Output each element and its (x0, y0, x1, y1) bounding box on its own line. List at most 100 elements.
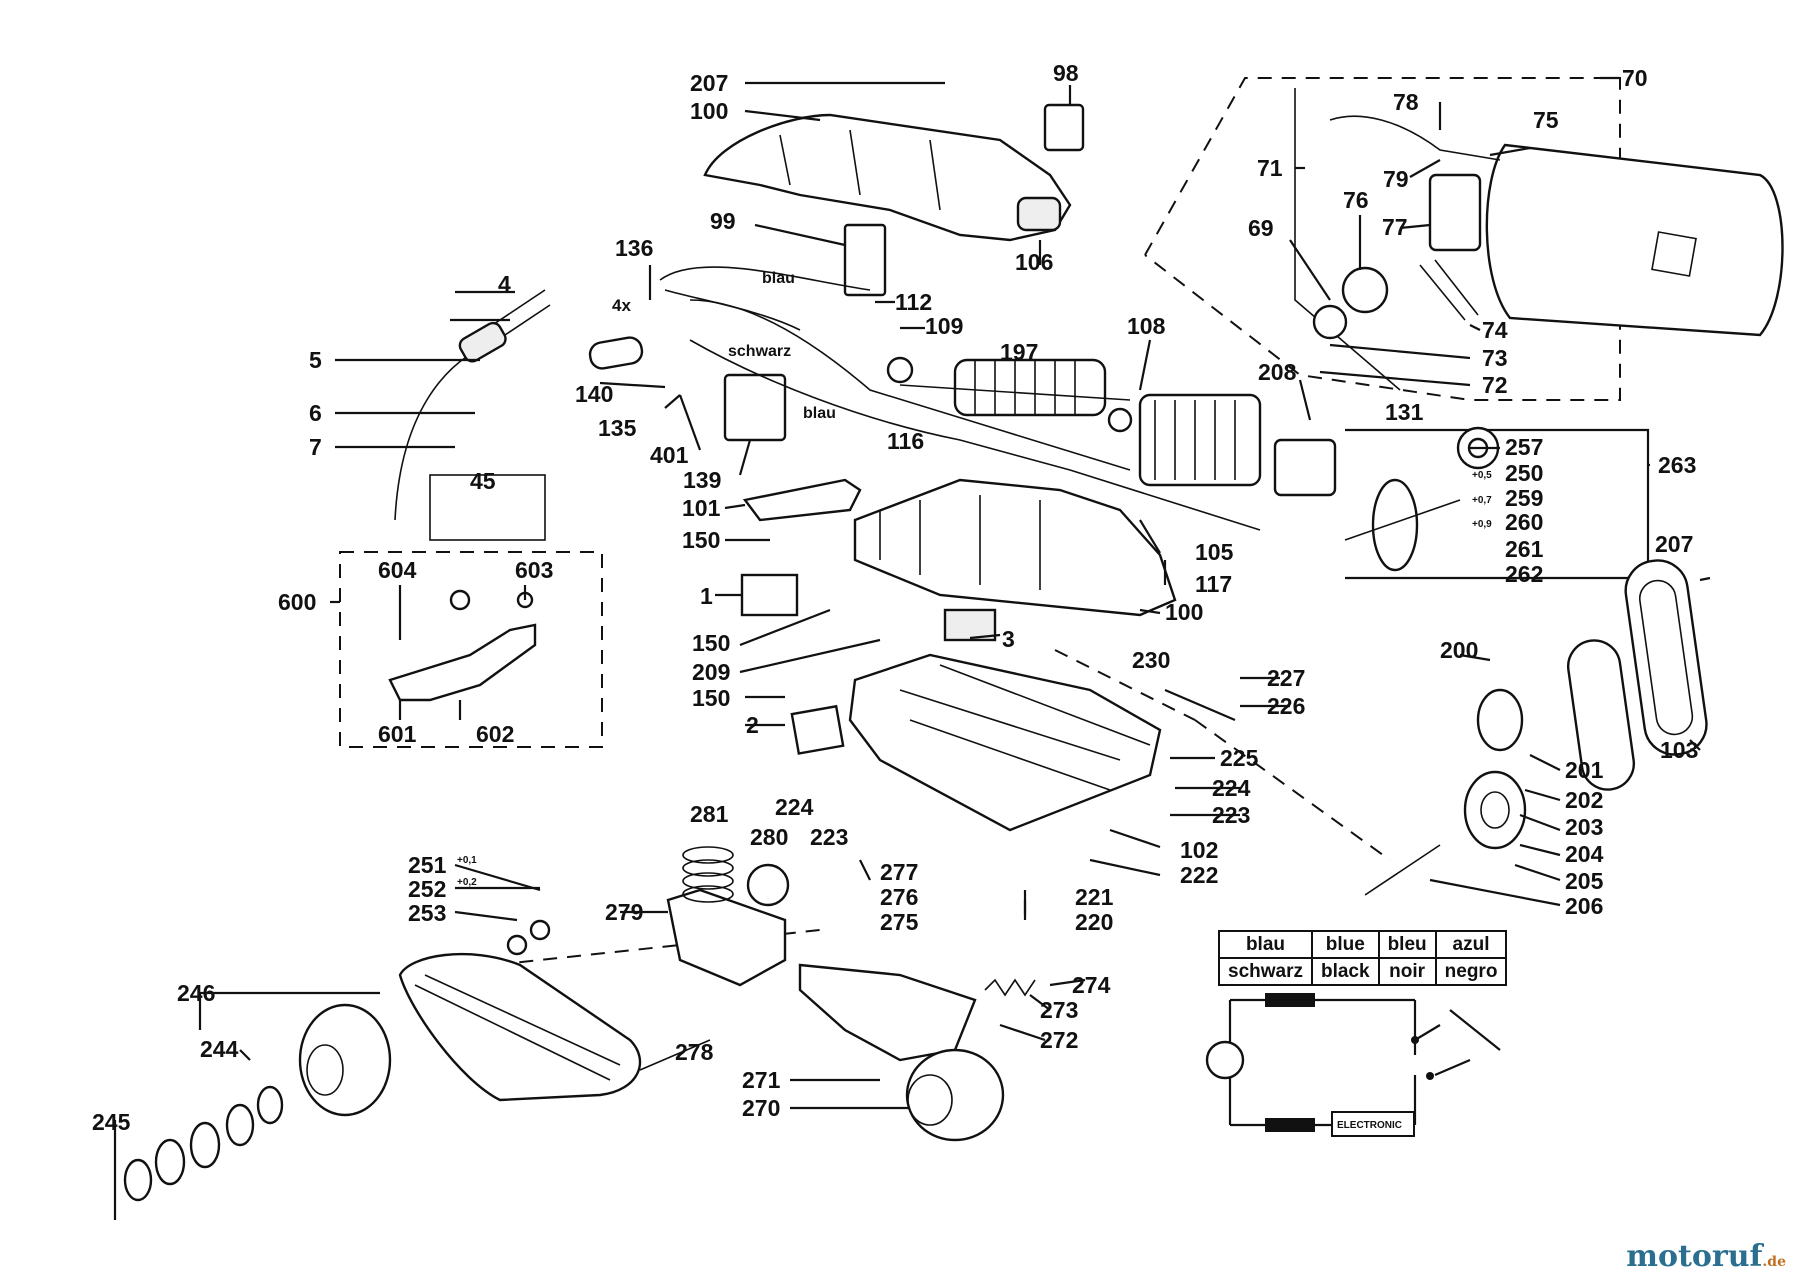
wire-color-legend: blau blue bleu azul schwarz black noir n… (1218, 930, 1508, 986)
part-label: 79 (1383, 166, 1409, 192)
part-label: 150 (682, 527, 720, 553)
part-label: 203 (1565, 814, 1603, 840)
part-label: 109 (925, 313, 963, 339)
color-cell: schwarz (1218, 957, 1313, 986)
part-label: 7 (309, 434, 322, 460)
pin-278-part (639, 1039, 711, 1071)
base-plate-part (848, 653, 1162, 832)
wire-label-schwarz: schwarz (728, 343, 791, 360)
part-label: 207 (1655, 531, 1693, 557)
part-label: 221 (1075, 884, 1114, 910)
housing-cover-part (703, 113, 1072, 242)
part-label: 246 (177, 980, 215, 1006)
part-label: 76 (1343, 187, 1369, 213)
part-label: 280 (750, 824, 788, 850)
part-label: 274 (1072, 972, 1111, 998)
tolerance-label: +0,2 (457, 877, 477, 888)
roller-246-part (298, 1003, 392, 1117)
part-label: 201 (1565, 757, 1604, 783)
part-label: 106 (1015, 249, 1053, 275)
part-label: 72 (1482, 372, 1508, 398)
color-cell: bleu (1377, 930, 1437, 959)
part-label: 245 (92, 1109, 131, 1135)
part-label: 103 (1660, 737, 1698, 763)
color-cell: blau (1218, 930, 1313, 959)
leader-lines (113, 76, 1711, 1220)
part-label: 70 (1622, 65, 1648, 91)
watermark-name: motoruf (1626, 1239, 1763, 1274)
part-label: 69 (1248, 215, 1274, 241)
part-label: 223 (1212, 802, 1250, 828)
color-cell: black (1310, 957, 1380, 986)
color-cell: blue (1310, 930, 1380, 959)
part-label: 602 (476, 721, 514, 747)
part-label: 78 (1393, 89, 1419, 115)
part-label: 251 (408, 852, 447, 878)
color-cell: negro (1434, 957, 1508, 986)
part-label: 223 (810, 824, 848, 850)
electronic-box (1331, 1111, 1415, 1137)
part-label: 108 (1127, 313, 1166, 339)
part-label: 74 (1482, 317, 1508, 343)
field-coil-symbol-bottom (1265, 1118, 1315, 1132)
quantity-label-4x: 4x (612, 296, 631, 315)
part-label: 224 (1212, 775, 1251, 801)
part-label: 260 (1505, 509, 1543, 535)
tolerance-label: +0,5 (1472, 470, 1492, 481)
cap-280-part (746, 863, 790, 907)
handle-part-101 (742, 478, 862, 522)
part-label: 244 (200, 1036, 239, 1062)
part-label: 209 (692, 659, 730, 685)
part-label: 257 (1505, 434, 1543, 460)
part-label: 275 (880, 909, 919, 935)
tolerance-label: +0,1 (457, 855, 477, 866)
field-coil-symbol-top (1265, 993, 1315, 1007)
part-label: 71 (1257, 155, 1283, 181)
part-label: 227 (1267, 665, 1305, 691)
part-label: 131 (1385, 399, 1424, 425)
bracket-279-part (666, 888, 787, 987)
part-label: 276 (880, 884, 918, 910)
part-label: 253 (408, 900, 446, 926)
part-label: 222 (1180, 862, 1218, 888)
part-label: 101 (682, 495, 721, 521)
part-label: 600 (278, 589, 316, 615)
lever-part-77 (1428, 173, 1482, 252)
part-label: 208 (1258, 359, 1297, 385)
clip-part-98 (1043, 103, 1085, 152)
guide-part-600 (388, 623, 537, 702)
part-label: 224 (775, 794, 814, 820)
part-label: 204 (1565, 841, 1604, 867)
part-label: 230 (1132, 647, 1170, 673)
part-label: 252 (408, 876, 446, 902)
part-label: 279 (605, 899, 643, 925)
part-label: 135 (598, 415, 637, 441)
armature-part (899, 358, 1131, 417)
color-cell: azul (1434, 930, 1508, 959)
part-label: 261 (1505, 536, 1544, 562)
part-label: 77 (1382, 214, 1408, 240)
watermark-logo: motoruf.de (1626, 1239, 1786, 1274)
part-label: 1 (700, 583, 713, 609)
nameplate-part-1 (740, 573, 799, 617)
tension-lever-part (798, 963, 977, 1062)
roller-270-part (905, 1048, 1005, 1142)
assembly-outlines (339, 77, 1650, 976)
color-cell: noir (1377, 957, 1437, 986)
part-label: 100 (690, 98, 728, 124)
wire-label-blau-top: blau (762, 270, 795, 287)
part-label: 73 (1482, 345, 1508, 371)
wire-label-blau-bottom: blau (803, 405, 836, 422)
suppressor-part (723, 373, 787, 442)
part-label: 112 (895, 289, 932, 315)
part-label: 205 (1565, 868, 1604, 894)
part-label: 197 (1000, 339, 1038, 365)
tolerance-label: +0,7 (1472, 495, 1492, 506)
wire-labels: blau schwarz blau 4x (612, 270, 836, 422)
color-row-blue: blau blue bleu azul (1218, 930, 1508, 959)
label-plate-part (943, 608, 997, 642)
electronic-label: ELECTRONIC (1337, 1120, 1402, 1131)
gear-261-part (1371, 478, 1419, 572)
part-label: 6 (309, 400, 322, 426)
part-label: 140 (575, 381, 613, 407)
